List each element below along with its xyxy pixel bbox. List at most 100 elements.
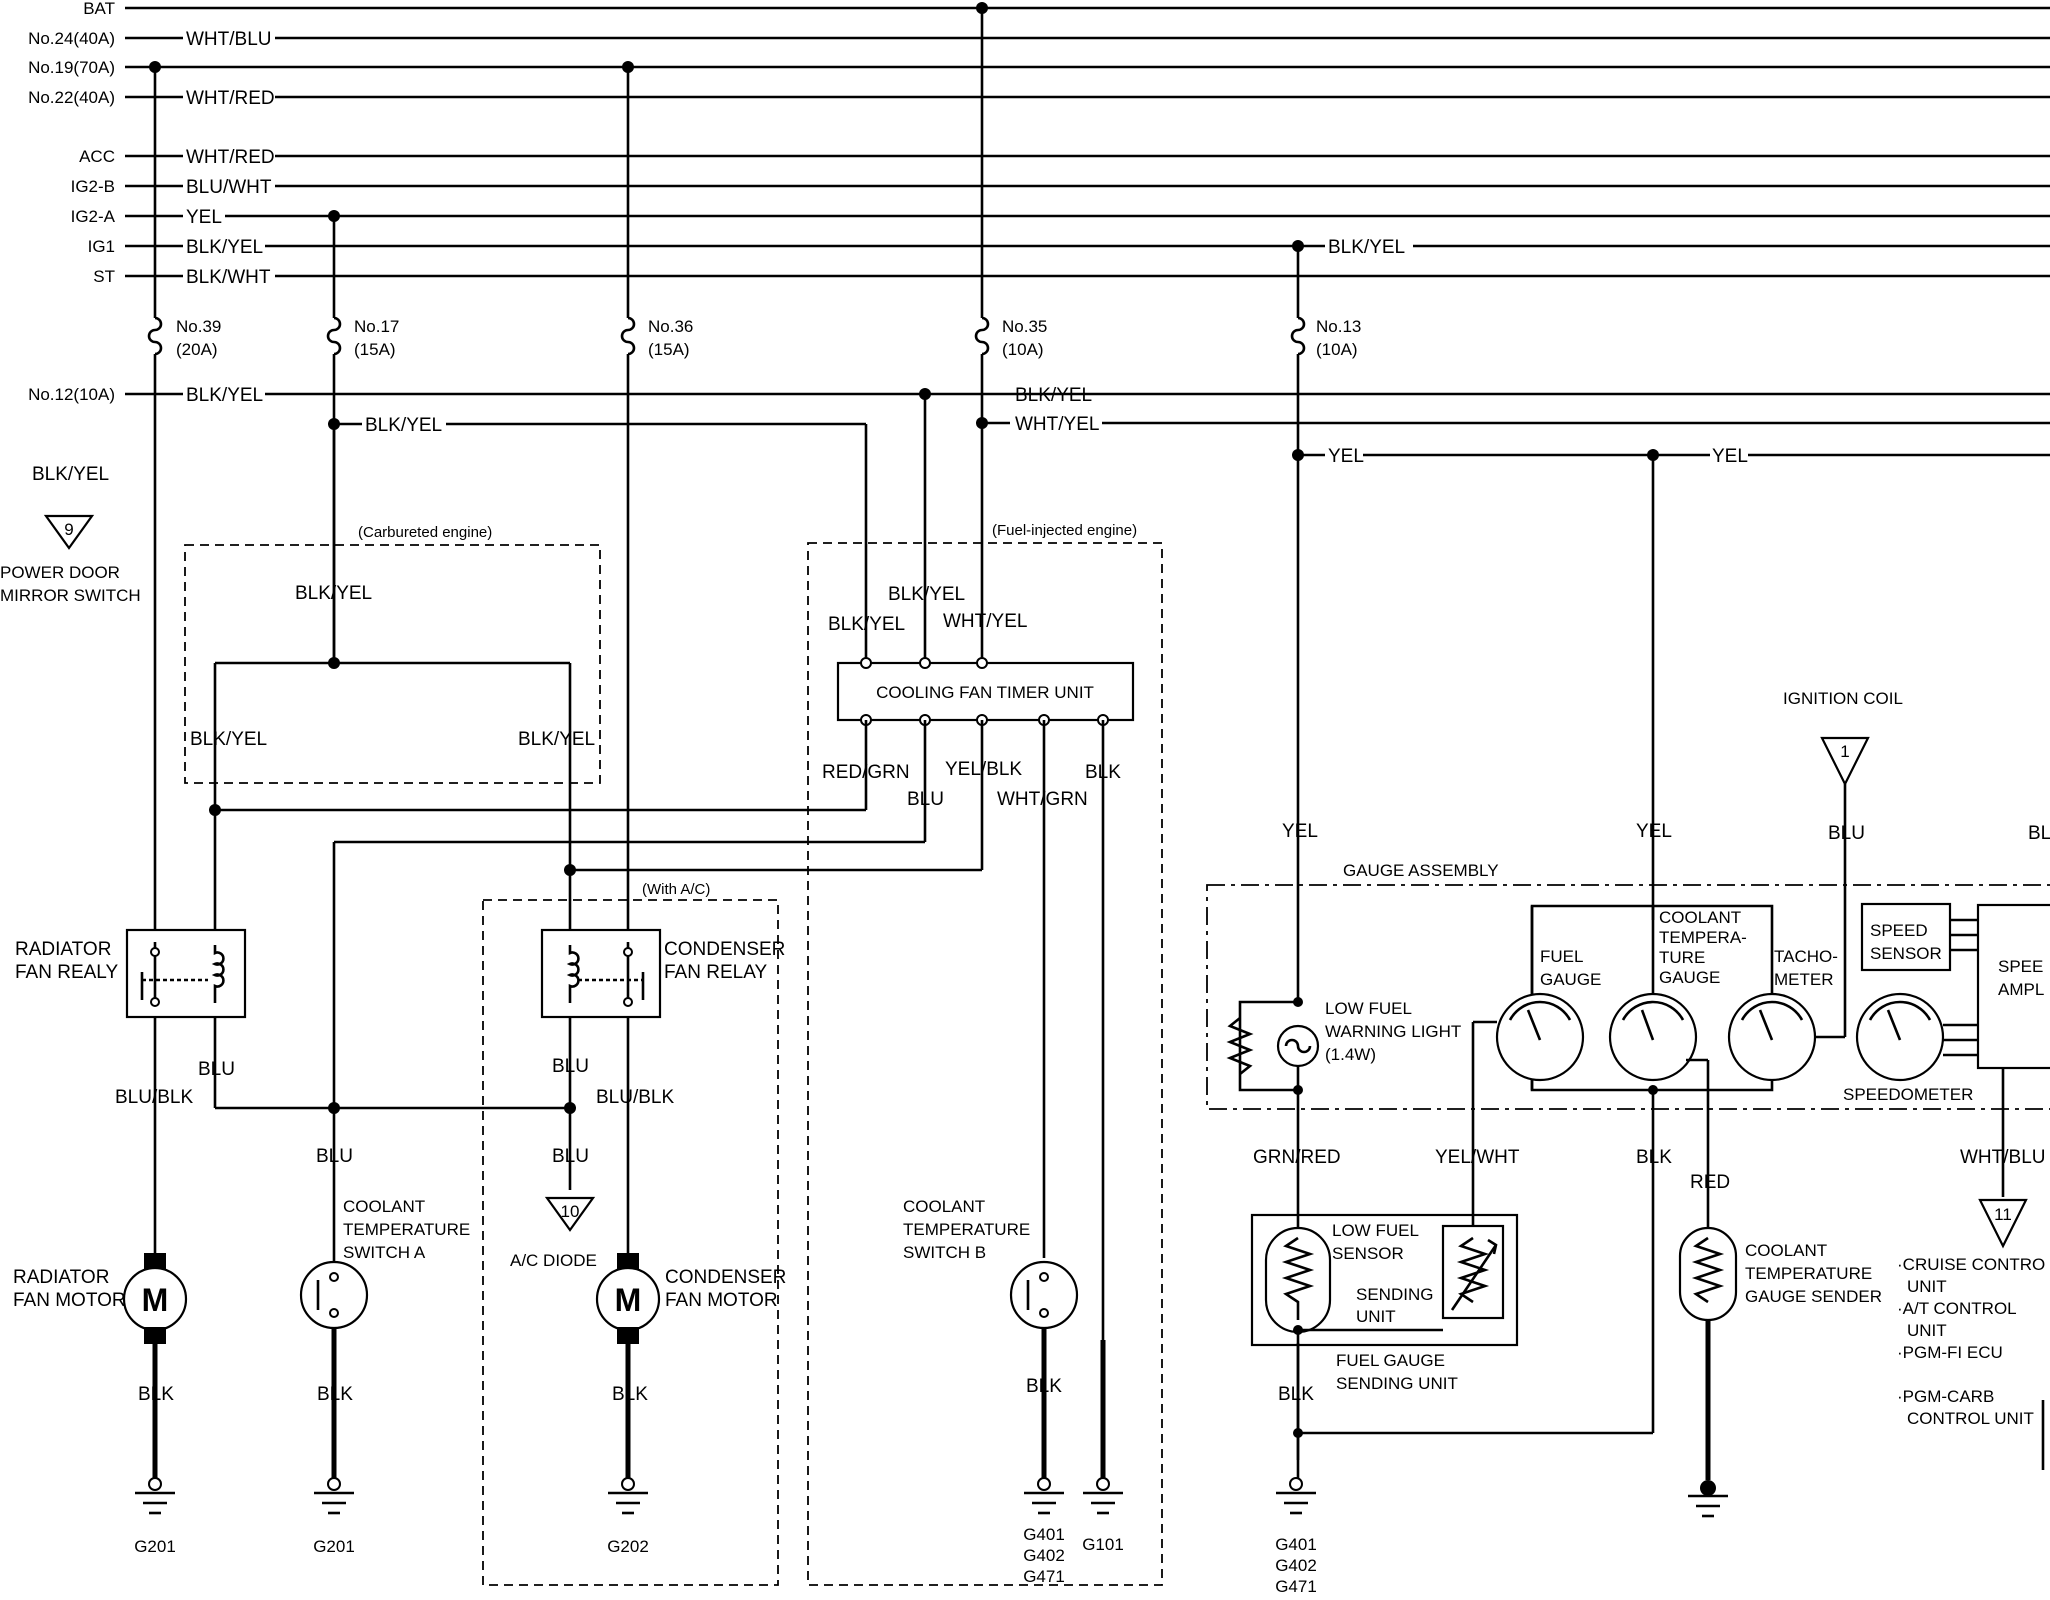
mirror-switch-line1: POWER DOOR [0, 563, 120, 582]
connector-1-number: 1 [1840, 742, 1849, 761]
region-carbureted-label: (Carbureted engine) [358, 524, 492, 541]
ignition-coil: IGNITION COIL 1 BLU BL [1783, 689, 2050, 1039]
grounds: G201 G201 G202 G401 G402 G471 [134, 1477, 1728, 1596]
cooling-fan-timer-unit: COOLING FAN TIMER UNIT BLK/YEL BLK/YEL W… [822, 584, 1135, 810]
connector-11-number: 11 [1994, 1205, 2012, 1224]
wire-label-timer-out4: WHT/GRN [997, 789, 1088, 810]
coolant-switch-a: BLK COOLANT TEMPERATURE SWITCH A [299, 1197, 470, 1478]
ground-g7 [1688, 1480, 1728, 1518]
fuse-13-rating: (10A) [1316, 340, 1358, 359]
speed-amp-label-1: SPEE [1998, 957, 2043, 976]
switch-b-label-3: SWITCH B [903, 1243, 986, 1262]
speedometer-label: SPEEDOMETER [1843, 1085, 1973, 1104]
rail-wire-no24: WHT/BLU [186, 29, 272, 50]
gauge-assembly: GAUGE ASSEMBLY YEL YEL LOW FUEL WARNING … [1206, 455, 2050, 1460]
tachometer-label-1: TACHO- [1774, 947, 1838, 966]
fuel-gauge-sending-unit: LOW FUEL SENSOR SENDING UNIT FUEL GAUGE … [1250, 1020, 1672, 1478]
connector-10-number: 10 [561, 1202, 580, 1221]
wire-label-cond-motor-feed: BLU/BLK [596, 1087, 674, 1108]
tachometer-label-2: METER [1774, 970, 1834, 989]
fuse-17-number: No.17 [354, 317, 399, 336]
speed-sensor-label-2: SENSOR [1870, 944, 1942, 963]
coolant-temp-gauge-sender: RED COOLANT TEMPERATURE GAUGE SENDER [1678, 1058, 1882, 1480]
fuse-labels: No.39 (20A) No.17 (15A) No.36 (15A) No.3… [176, 317, 1361, 359]
condenser-fan-motor: M CONDENSER FAN MOTOR BLK [595, 1253, 786, 1478]
wire-label-coil-blu: BLU [1828, 823, 1865, 844]
mirror-switch-line2: MIRROR SWITCH [0, 586, 141, 605]
fuel-sending-unit-label-2: SENDING UNIT [1336, 1374, 1458, 1393]
ground-g4-label-1: G401 [1023, 1525, 1065, 1544]
speed-amp-label-2: AMPL [1998, 980, 2044, 999]
rail-source-ig2b: IG2-B [71, 177, 115, 196]
wire-label-mirror-feed: BLK/YEL [32, 464, 109, 485]
ground-g4: G401 G402 G471 [1023, 1477, 1065, 1586]
radiator-relay-label-1: RADIATOR [15, 939, 111, 960]
ground-g6-label-2: G402 [1275, 1556, 1317, 1575]
wire-label-rad-motor-feed: BLU/BLK [115, 1087, 193, 1108]
wire-label-timer-out3: YEL/BLK [945, 759, 1022, 780]
wire-label-timer-in3: WHT/YEL [943, 611, 1027, 632]
switch-a-label-2: TEMPERATURE [343, 1220, 470, 1239]
fuel-gauge-label-2: GAUGE [1540, 970, 1601, 989]
wire-label-switch-b-blk: BLK [1026, 1376, 1062, 1397]
cruise-list-5: ·PGM-FI ECU [1897, 1343, 2003, 1362]
condenser-relay-label-1: CONDENSER [664, 939, 785, 960]
wire-label-fuse17-out: BLK/YEL [365, 415, 442, 436]
fuel-gauge-label-1: FUEL [1540, 947, 1583, 966]
ground-g4-label-3: G471 [1023, 1567, 1065, 1586]
ac-diode-label: A/C DIODE [510, 1251, 597, 1270]
rail-wire-no22: WHT/RED [186, 88, 275, 109]
ground-g1-label: G201 [134, 1537, 176, 1556]
cruise-list-1: ·CRUISE CONTRO [1897, 1255, 2045, 1274]
condenser-motor-symbol: M [615, 1282, 642, 1318]
gauge-assembly-label: GAUGE ASSEMBLY [1343, 861, 1499, 880]
region-fuel-injected-label: (Fuel-injected engine) [992, 522, 1137, 539]
coolant-gauge-label-4: GAUGE [1659, 968, 1720, 987]
fuse-35-number: No.35 [1002, 317, 1047, 336]
wire-label-timer-in2: BLK/YEL [888, 584, 965, 605]
power-rails [125, 6, 2050, 396]
ground-g4-label-2: G402 [1023, 1546, 1065, 1565]
wire-label-wht-yel: WHT/YEL [1015, 414, 1099, 435]
fuse-drops [147, 2, 1306, 1000]
fuel-sending-unit-label-1: FUEL GAUGE [1336, 1351, 1445, 1370]
wire-label-yel-2: YEL [1712, 446, 1748, 467]
ground-g1: G201 [134, 1477, 176, 1556]
switch-b-label-2: TEMPERATURE [903, 1220, 1030, 1239]
wire-label-yel-1: YEL [1328, 446, 1364, 467]
rail-wire-ig1: BLK/YEL [186, 237, 263, 258]
cruise-list-6: ·PGM-CARB [1897, 1387, 1994, 1406]
region-with-ac: (With A/C) [482, 881, 779, 1586]
wire-label-grn-red: GRN/RED [1253, 1147, 1341, 1168]
fuse-17-rating: (15A) [354, 340, 396, 359]
radiator-relay-label-2: FAN REALY [15, 962, 118, 983]
coolant-gauge-label-2: TEMPERA- [1659, 928, 1747, 947]
cruise-list-3: ·A/T CONTROL [1897, 1299, 2017, 1318]
low-fuel-sensor-label-2: SENSOR [1332, 1244, 1404, 1263]
coolant-gauge-label-3: TURE [1659, 948, 1705, 967]
ground-g6-label-3: G471 [1275, 1577, 1317, 1596]
wire-label-rad-motor-blk: BLK [138, 1384, 174, 1405]
condenser-fan-relay: CONDENSER FAN RELAY BLU BLU/BLK BLU [540, 928, 785, 1255]
wire-label-sender-red: RED [1690, 1172, 1730, 1193]
wire-label-rad-relay-blu: BLU [198, 1059, 235, 1080]
cruise-list-2: UNIT [1907, 1277, 1947, 1296]
rail-source-labels: BAT No.24(40A) No.19(70A) No.22(40A) ACC… [28, 0, 116, 404]
connector-9: 9 POWER DOOR MIRROR SWITCH [0, 514, 141, 605]
rail-wire-acc: WHT/RED [186, 147, 275, 168]
region-with-ac-label: (With A/C) [642, 881, 710, 898]
warning-light-label-3: (1.4W) [1325, 1045, 1376, 1064]
wire-label-gauge-yel: YEL [1636, 821, 1672, 842]
fuse-13-number: No.13 [1316, 317, 1361, 336]
fuse-36-rating: (15A) [648, 340, 690, 359]
switch-b-label-1: COOLANT [903, 1197, 985, 1216]
wire-label-lowfuel-yel: YEL [1282, 821, 1318, 842]
rail-source-no24: No.24(40A) [28, 29, 115, 48]
carbureted-wiring: BLK/YEL BLK/YEL BLK/YEL [190, 424, 595, 935]
rail-source-st: ST [93, 267, 115, 286]
connector-11: WHT/BLU 11 ·CRUISE CONTRO UNIT ·A/T CONT… [1897, 1068, 2046, 1428]
radiator-fan-relay: RADIATOR FAN REALY BLU BLU/BLK BLU [15, 928, 576, 1255]
speed-sensor-label-1: SPEED [1870, 921, 1928, 940]
fuse-39-number: No.39 [176, 317, 221, 336]
